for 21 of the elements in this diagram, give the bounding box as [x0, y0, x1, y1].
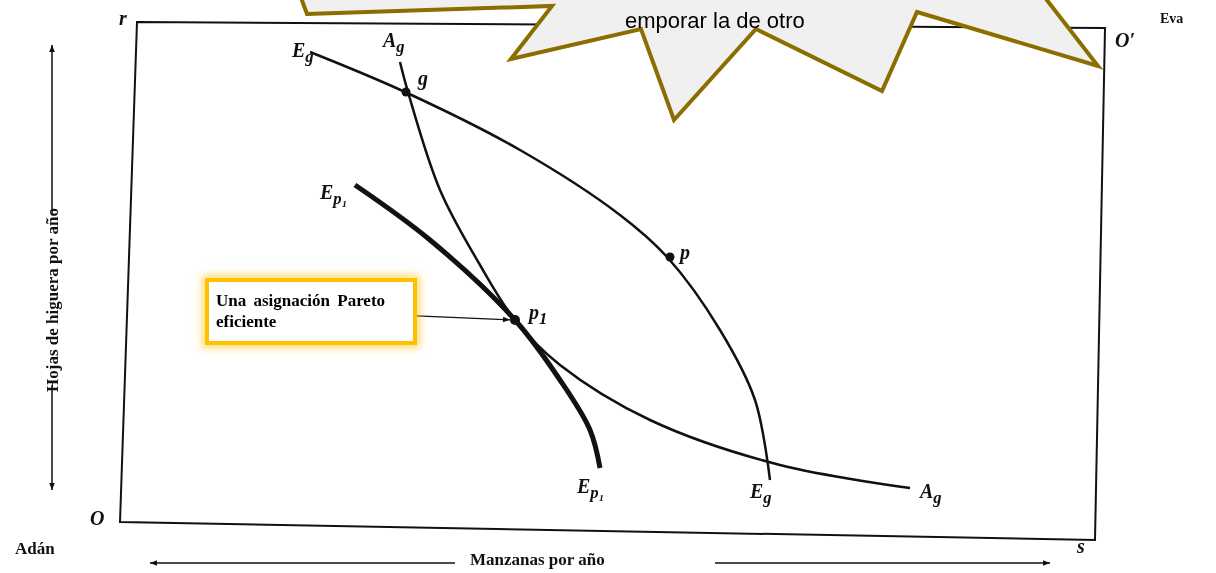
- curve-label: E$_{p₁}$: [577, 476, 605, 502]
- curve-label: A$_{g}$: [920, 481, 942, 507]
- axis-title: Manzanas por año: [470, 551, 605, 568]
- leader-arrow: [416, 315, 511, 323]
- point-marker: [510, 315, 520, 325]
- curve-label: A$_{g}$: [383, 30, 405, 56]
- corner-label: r: [119, 8, 127, 28]
- curve-label: E$_{g}$: [292, 40, 314, 66]
- point-label: p$_{1}$: [529, 302, 548, 328]
- callout-box: Una asignación Pareto eficiente: [205, 278, 417, 345]
- origin-label: O′: [1115, 30, 1136, 50]
- axis-title: Hojas de higuera por año: [43, 208, 61, 392]
- point-label: g: [418, 68, 428, 88]
- origin-label: O: [90, 508, 105, 528]
- callout-text: emporar la de otro: [625, 8, 805, 34]
- consumer-label: Eva: [1160, 12, 1184, 26]
- point-label: p: [680, 242, 690, 262]
- curve-label: E$_{p₁}$: [320, 182, 348, 208]
- curve-label: E$_{g}$: [750, 481, 772, 507]
- corner-label: s: [1077, 536, 1085, 556]
- consumer-label: Adán: [15, 540, 55, 557]
